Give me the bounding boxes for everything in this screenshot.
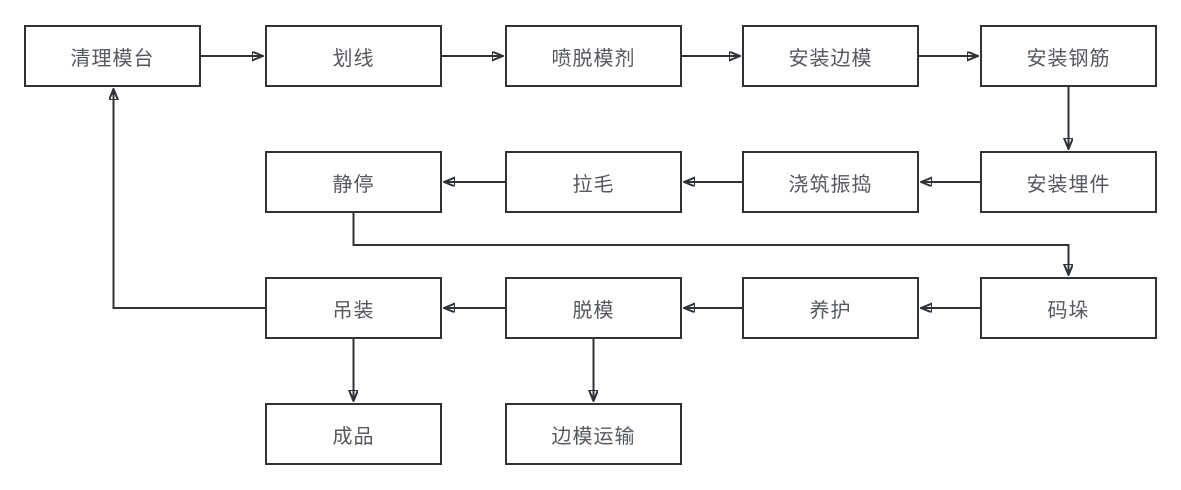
node-resting: 静停: [265, 151, 442, 213]
node-marking: 划线: [265, 25, 442, 87]
node-install-embeds: 安装埋件: [980, 151, 1157, 213]
node-side-form-transport: 边模运输: [505, 403, 682, 465]
arrow-resting-to-stacking: [352, 213, 1069, 275]
node-curing: 养护: [742, 277, 919, 339]
node-finished-product: 成品: [265, 403, 442, 465]
node-clean-mold-table: 清理模台: [24, 25, 201, 87]
node-demolding: 脱模: [505, 277, 682, 339]
node-install-side-forms: 安装边模: [742, 25, 919, 87]
node-pour-and-vibrate: 浇筑振捣: [742, 151, 919, 213]
node-install-rebar: 安装钢筋: [980, 25, 1157, 87]
node-spray-release-agent: 喷脱模剂: [505, 25, 682, 87]
node-hoisting: 吊装: [265, 277, 442, 339]
node-stacking: 码垛: [980, 277, 1157, 339]
node-roughening: 拉毛: [505, 151, 682, 213]
arrow-hoisting-to-clean-mold-table: [114, 89, 265, 309]
